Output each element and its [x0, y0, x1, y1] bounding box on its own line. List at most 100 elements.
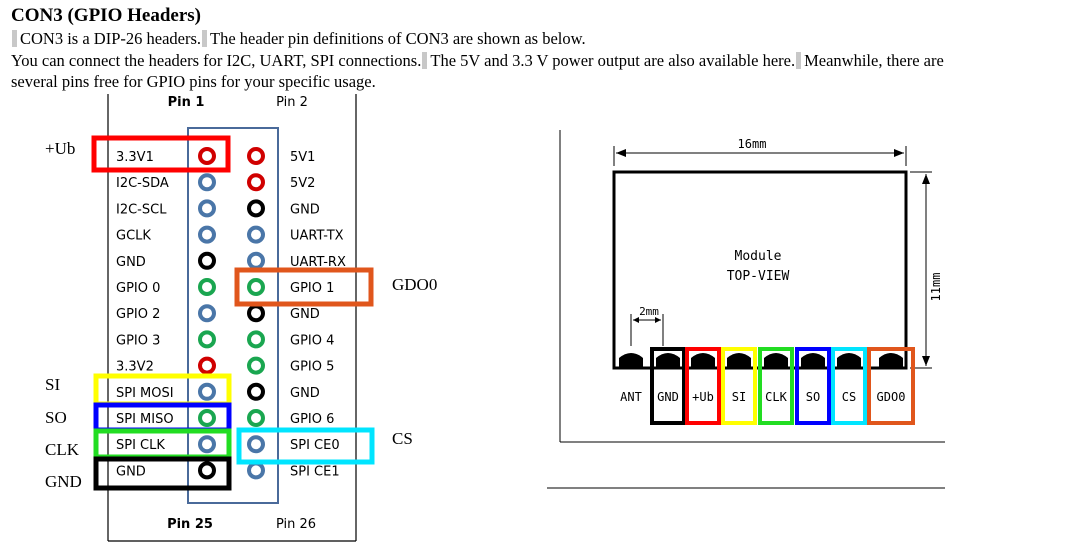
module-pin-label: SO	[806, 390, 820, 404]
highlight-gpio1	[234, 267, 374, 307]
module-pin-highlight	[867, 347, 915, 425]
module-pin-pad	[727, 353, 751, 368]
module-pin-highlight	[650, 347, 686, 425]
left-pin-dot	[198, 225, 216, 244]
module-pin-pad	[691, 353, 715, 368]
highlight-gnd	[93, 456, 232, 491]
width-dimension-label: 16mm	[738, 137, 767, 151]
arrow-up-icon	[922, 174, 930, 184]
left-pin-label: GPIO 2	[116, 307, 160, 322]
right-pin-label: SPI CE1	[290, 464, 340, 479]
right-pin-label: 5V1	[290, 150, 315, 165]
right-pin-label: GND	[290, 386, 320, 401]
right-pin-dot	[247, 409, 265, 427]
pitch-dimension-label: 2mm	[639, 305, 659, 318]
left-pin-dot	[198, 173, 216, 192]
left-pin-dot	[198, 278, 216, 296]
module-pin-pad	[837, 353, 861, 368]
label-si: SI	[45, 375, 61, 394]
sentence-connect: You can connect the headers for I2C, UAR…	[11, 51, 422, 70]
right-pin-label: GPIO 1	[290, 281, 334, 296]
right-pin-label: GND	[290, 202, 320, 217]
highlight-spi-ce0	[236, 427, 375, 465]
module-title: Module	[735, 249, 782, 264]
paragraph-line-1: CON3 is a DIP-26 headers. The header pin …	[11, 29, 586, 49]
text-marker	[422, 52, 428, 69]
right-pin-dot	[247, 330, 265, 349]
right-pin-dot	[247, 382, 265, 401]
text-marker	[796, 52, 802, 69]
module-pin-label: ANT	[620, 390, 642, 404]
section-title: CON3 (GPIO Headers)	[11, 5, 201, 26]
right-pin-dot	[247, 147, 265, 165]
highlight-3v3	[91, 135, 231, 173]
label-so: SO	[45, 408, 67, 427]
right-pin-dot	[247, 356, 265, 375]
label-clk: CLK	[45, 440, 79, 459]
left-pin-dot	[198, 382, 216, 401]
sentence-dip26: CON3 is a DIP-26 headers.	[20, 29, 202, 48]
paragraph-line-2: You can connect the headers for I2C, UAR…	[11, 51, 944, 71]
module-pin-highlight	[758, 347, 794, 425]
left-pin-label: GCLK	[116, 229, 151, 244]
left-pin-label: GPIO 3	[116, 333, 160, 348]
pin1-label: Pin 1	[168, 95, 205, 110]
module-pin-highlight	[721, 347, 757, 425]
text-marker	[202, 30, 208, 47]
left-pin-label: SPI CLK	[116, 438, 165, 453]
arrow-down-icon	[922, 356, 930, 366]
module-pin-label: GND	[657, 390, 679, 404]
right-pin-label: 5V2	[290, 176, 315, 191]
sentence-meanwhile: Meanwhile, there are	[804, 51, 944, 70]
module-pin-pad	[801, 353, 825, 368]
right-pin-label: GPIO 5	[290, 360, 334, 375]
connector-body	[187, 127, 279, 504]
label-ub: +Ub	[45, 139, 76, 158]
module-pin-highlight	[831, 347, 867, 425]
module-pin-highlight	[795, 347, 831, 425]
module-subtitle: TOP-VIEW	[727, 269, 790, 284]
module-pin-highlight	[685, 347, 721, 425]
left-pin-dot	[198, 356, 216, 375]
left-pin-dot	[198, 435, 216, 454]
arrow-left-icon	[616, 149, 626, 157]
pin26-label: Pin 26	[276, 517, 316, 532]
right-pin-label: SPI CE0	[290, 438, 340, 453]
label-gdo0: GDO0	[392, 275, 438, 294]
right-pin-label: GND	[290, 307, 320, 322]
sentence-power: The 5V and 3.3 V power output are also a…	[430, 51, 796, 70]
pin25-label: Pin 25	[167, 517, 213, 532]
left-pin-dot	[198, 251, 216, 270]
left-pin-label: SPI MOSI	[116, 386, 174, 401]
sentence-pin-definitions: The header pin definitions of CON3 are s…	[210, 29, 586, 48]
right-pin-dot	[247, 199, 265, 218]
left-pin-label: GND	[116, 464, 146, 479]
right-pin-label: GPIO 4	[290, 333, 334, 348]
module-pin-pad	[879, 353, 903, 368]
right-pin-dot	[247, 225, 265, 244]
text-marker	[12, 30, 17, 47]
left-pin-dot	[198, 409, 216, 427]
right-pin-dot	[247, 435, 265, 454]
module-pin-pad	[764, 353, 788, 368]
height-dimension-label: 11mm	[929, 273, 943, 302]
right-pin-dot	[247, 173, 265, 192]
right-pin-label: GPIO 6	[290, 412, 334, 427]
module-pin-label: CLK	[765, 390, 787, 404]
left-pin-dot	[198, 147, 216, 165]
label-cs: CS	[392, 429, 413, 448]
module-pin-pad	[619, 353, 643, 368]
left-pin-label: 3.3V2	[116, 360, 154, 375]
left-pin-dot	[198, 199, 216, 218]
left-pin-label: GPIO 0	[116, 281, 160, 296]
left-pin-dot	[198, 304, 216, 323]
right-pin-dot	[247, 278, 265, 296]
module-pin-label: GDO0	[877, 390, 906, 404]
left-pin-label: 3.3V1	[116, 150, 154, 165]
left-pin-label: GND	[116, 255, 146, 270]
module-pin-label: SI	[732, 390, 746, 404]
